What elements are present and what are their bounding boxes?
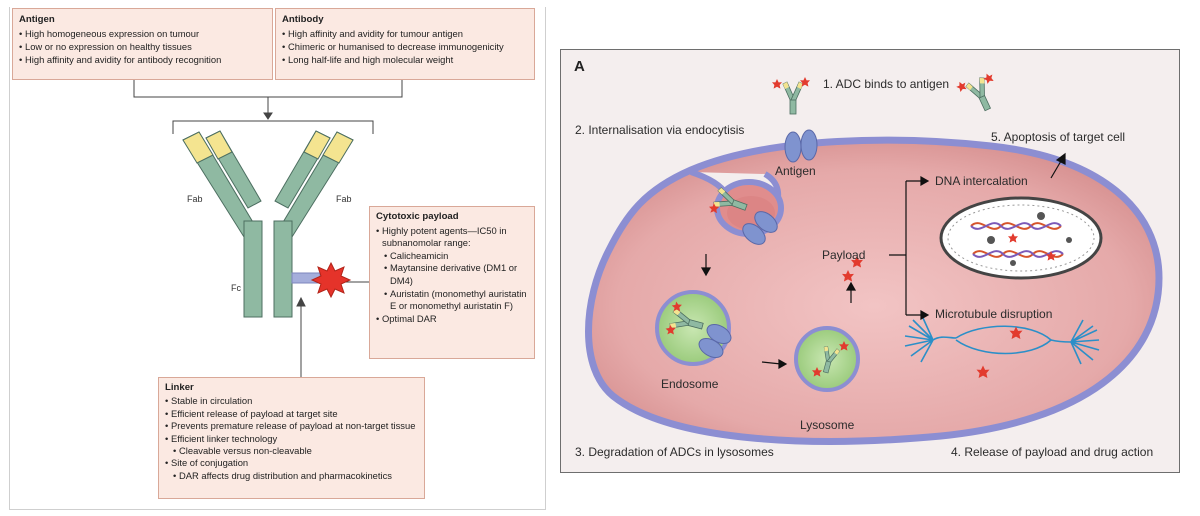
step4-label: 4. Release of payload and drug action — [951, 445, 1154, 459]
antibody-item: High affinity and avidity for tumour ant… — [282, 27, 528, 40]
step2-label: 2. Internalisation via endocytisis — [575, 123, 745, 137]
antigen-item: High homogeneous expression on tumour — [19, 27, 266, 40]
payload-subitem: Maytansine derivative (DM1 or DM4) — [376, 262, 528, 287]
antibody-item: Long half-life and high molecular weight — [282, 53, 528, 66]
antibody-box-title: Antibody — [282, 14, 324, 25]
nucleus — [939, 196, 1103, 280]
antigen-item: Low or no expression on healthy tissues — [19, 40, 266, 53]
connector-lines — [133, 80, 403, 377]
step3-label: 3. Degradation of ADCs in lysosomes — [575, 445, 774, 459]
membrane-antigen-icon — [742, 129, 818, 245]
nucleus-particles — [987, 212, 1072, 266]
adc-structure-diagram — [133, 80, 403, 377]
dna-intercalation-label: DNA intercalation — [935, 174, 1028, 188]
adc-mechanism-panel: A 1. ADC binds to antigen 2. Internalisa… — [560, 49, 1180, 473]
linker-item: Site of conjugation — [165, 457, 418, 470]
linker-item: Stable in circulation — [165, 395, 418, 408]
step1-label: 1. ADC binds to antigen — [823, 77, 950, 91]
process-arrows — [700, 152, 1066, 370]
panel-letter: A — [574, 58, 585, 75]
microtubule-disruption-label: Microtubule disruption — [935, 307, 1053, 321]
adc-structure-panel: Antigen High homogeneous expression on t… — [9, 7, 546, 510]
fab-right-label: Fab — [336, 194, 352, 204]
antibody-properties-box: Antibody High affinity and avidity for t… — [275, 8, 535, 80]
antibody-item: Chimeric or humanised to decrease immuno… — [282, 40, 528, 53]
antigen-label: Antigen — [775, 164, 816, 178]
lysosome-label: Lysosome — [800, 418, 855, 432]
endosome-antigen-icon — [698, 324, 732, 358]
linker-item: Efficient release of payload at target s… — [165, 408, 418, 421]
fab-left-label: Fab — [187, 194, 203, 204]
linker-properties-box: Linker Stable in circulation Efficient r… — [158, 377, 425, 499]
linker-item: Prevents premature release of payload at… — [165, 420, 418, 433]
antigen-properties-box: Antigen High homogeneous expression on t… — [12, 8, 273, 80]
fc-label: Fc — [231, 283, 241, 293]
endosome-label: Endosome — [661, 377, 719, 391]
microtubule-icon — [904, 317, 1100, 365]
cell-membrane — [585, 136, 1163, 445]
payload-item: Optimal DAR — [376, 313, 528, 326]
payload-star-icon — [310, 261, 352, 299]
linker-item: Efficient linker technology — [165, 433, 418, 446]
payload-subitem: Calicheamicin — [376, 250, 528, 263]
payload-properties-box: Cytotoxic payload Highly potent agents—I… — [369, 206, 535, 359]
payload-subitem: Auristatin (monomethyl auristatin E or m… — [376, 288, 528, 313]
step5-label: 5. Apoptosis of target cell — [991, 130, 1126, 144]
antigen-box-title: Antigen — [19, 14, 55, 25]
payload-label: Payload — [822, 248, 866, 262]
antigen-item: High affinity and avidity for antibody r… — [19, 53, 266, 66]
antibody-icon — [182, 130, 354, 318]
adc-icon-free-2 — [954, 71, 998, 115]
linker-subitem: DAR affects drug distribution and pharma… — [165, 470, 418, 483]
linker-box-title: Linker — [165, 382, 194, 393]
adc-mechanism-diagram — [585, 71, 1163, 445]
dna-helix-icon — [970, 222, 1064, 258]
payload-box-title: Cytotoxic payload — [376, 211, 459, 222]
payload-item: Highly potent agents—IC50 in subnanomola… — [376, 225, 528, 250]
adc-icon-free-1 — [772, 77, 810, 115]
linker-subitem: Cleavable versus non-cleavable — [165, 445, 418, 458]
